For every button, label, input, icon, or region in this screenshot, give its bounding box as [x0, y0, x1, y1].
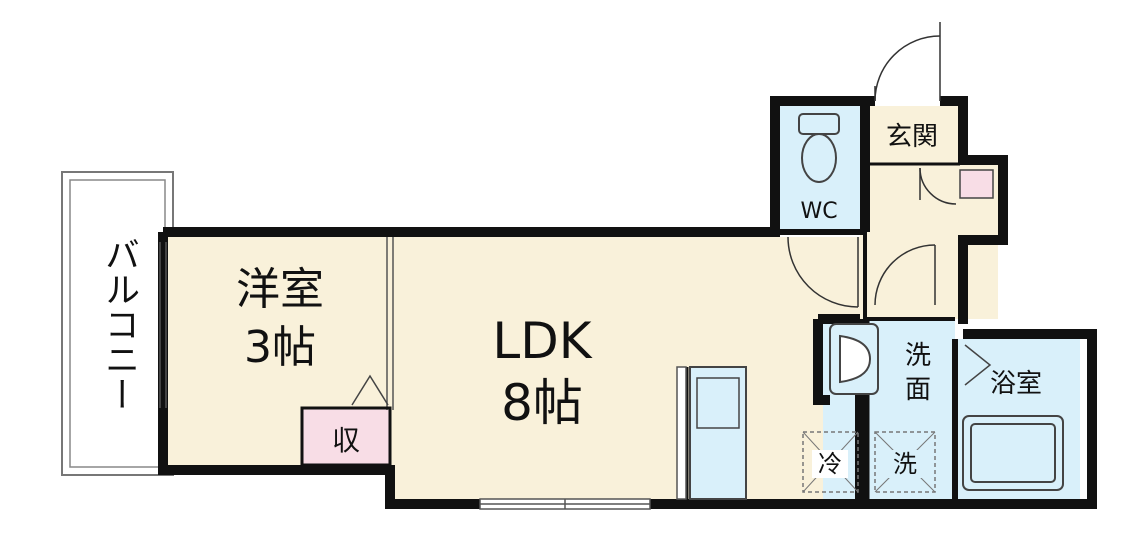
bathroom-label: 浴室	[990, 369, 1042, 399]
wash-basin-icon	[829, 323, 879, 395]
washroom-label-1: 洗	[905, 341, 931, 371]
fridge-space	[802, 431, 859, 493]
wc-label: WC	[800, 199, 837, 224]
toilet-icon	[798, 113, 840, 183]
kitchen-counter	[676, 366, 747, 500]
washroom-label-2: 面	[905, 375, 931, 405]
storage-floor	[302, 408, 390, 465]
entrance-door	[874, 22, 941, 102]
ldk-floor	[390, 237, 860, 499]
window-ldk	[479, 498, 651, 510]
storage-label: 収	[332, 424, 360, 457]
shoe-box	[959, 169, 994, 199]
western-room-size: 3帖	[244, 322, 316, 373]
balcony	[61, 171, 174, 476]
bathtub-icon	[962, 344, 1064, 491]
ldk-size: 8帖	[501, 374, 583, 432]
entrance-label: 玄関	[886, 122, 938, 152]
fridge-label: 冷	[818, 450, 842, 478]
balcony-label: バルコニー	[99, 237, 139, 412]
entrance-floor	[868, 106, 958, 166]
washer-space	[874, 431, 936, 493]
interior-doors	[787, 167, 957, 308]
washer-label: 洗	[893, 450, 917, 478]
storage-closet	[300, 374, 392, 467]
ldk-label: LDK	[492, 312, 592, 370]
sliding-door-western	[159, 237, 394, 410]
walls	[158, 96, 1097, 509]
western-room-label: 洋室	[236, 264, 324, 315]
